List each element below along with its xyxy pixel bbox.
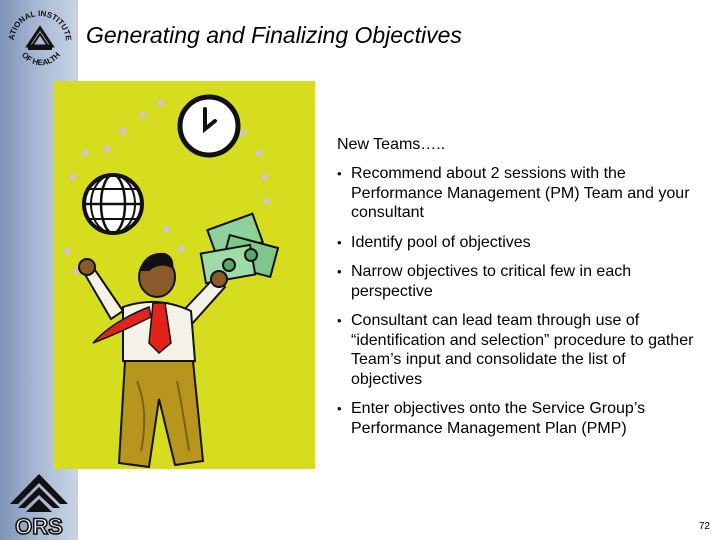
bullet-list: • Recommend about 2 sessions with the Per… xyxy=(337,164,697,438)
ors-logo-icon: ORS xyxy=(10,474,68,538)
bullet-text: Narrow objectives to critical few in eac… xyxy=(351,263,632,300)
list-item: • Enter objectives onto the Service Group… xyxy=(337,399,697,438)
slide-content: New Teams….. • Recommend about 2 sessions… xyxy=(337,136,697,448)
slide-title: Generating and Finalizing Objectives xyxy=(86,22,462,48)
list-item: • Narrow objectives to critical few in ea… xyxy=(337,262,697,301)
nih-seal-icon: NATIONAL INSTITUTES OF HEALTH xyxy=(4,2,73,67)
bullet-text: Enter objectives onto the Service Group’… xyxy=(351,400,646,437)
list-item: • Identify pool of objectives xyxy=(337,233,697,253)
bullet-dot-icon: • xyxy=(337,264,342,279)
svg-text:OF HEALTH: OF HEALTH xyxy=(20,50,62,67)
bullet-dot-icon: • xyxy=(337,234,342,250)
bullet-text: Recommend about 2 sessions with the Perf… xyxy=(351,165,690,221)
page-number: 72 xyxy=(698,521,710,532)
ors-logo-text: ORS xyxy=(15,514,63,538)
list-item: • Recommend about 2 sessions with the Per… xyxy=(337,164,697,223)
globe-icon xyxy=(82,173,144,235)
bullet-text: Identify pool of objectives xyxy=(351,233,531,251)
bullet-text: Consultant can lead team through use of … xyxy=(351,312,694,388)
businessman-juggling-clock-globe-money-icon xyxy=(53,81,315,469)
bullet-dot-icon: • xyxy=(337,313,342,328)
bullet-dot-icon: • xyxy=(337,166,342,181)
list-item: • Consultant can lead team through use of… xyxy=(337,311,697,389)
clock-icon xyxy=(177,94,241,158)
bullet-dot-icon: • xyxy=(337,401,342,416)
intro-text: New Teams….. xyxy=(337,136,446,153)
